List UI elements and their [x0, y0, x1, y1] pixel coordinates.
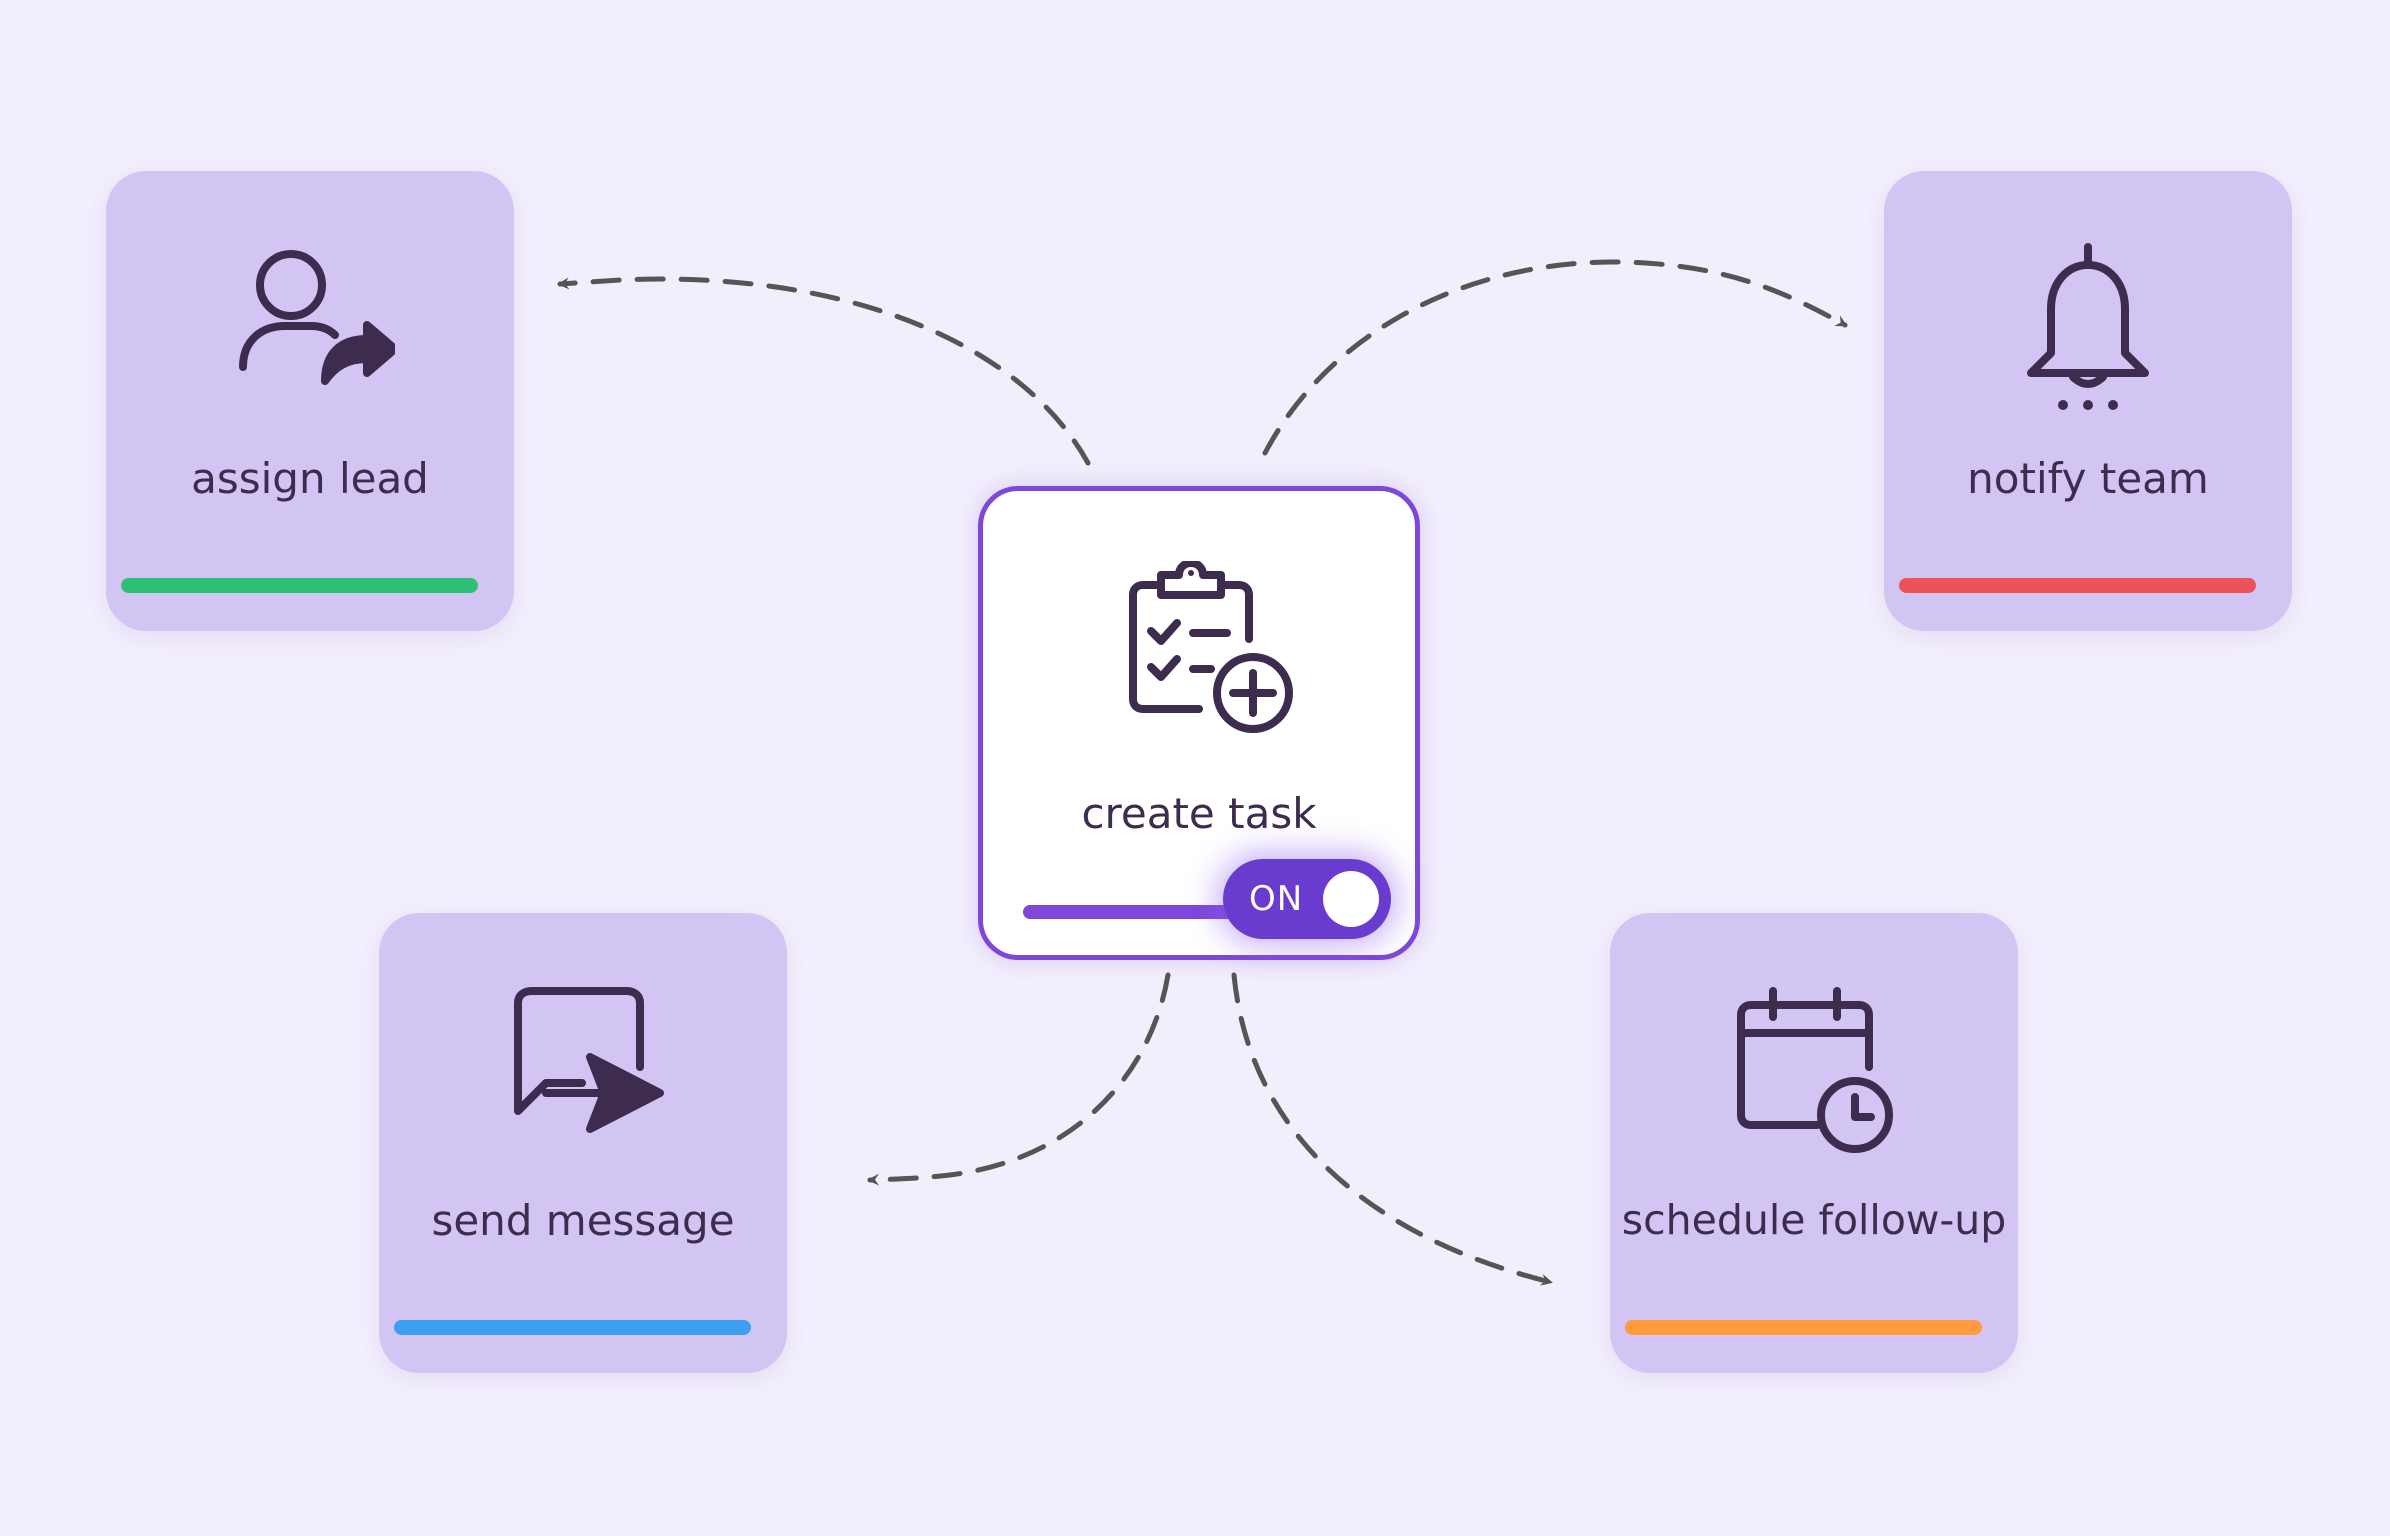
action-card-send-message[interactable]: send message: [379, 913, 787, 1373]
action-label-send-message: send message: [431, 1196, 735, 1245]
status-bar-assign-lead: [121, 578, 478, 593]
user-forward-icon: [225, 241, 395, 411]
connector-to-send-message: [867, 972, 1171, 1186]
connector-to-schedule-follow-up: [1231, 972, 1553, 1286]
status-bar-schedule-follow-up: [1625, 1320, 1982, 1335]
connector-to-notify-team: [1262, 259, 1848, 456]
toggle-label: ON: [1249, 879, 1304, 919]
trigger-label: create task: [1081, 789, 1317, 838]
toggle-track: [1023, 905, 1263, 919]
action-card-schedule-follow-up[interactable]: schedule follow-up: [1610, 913, 2018, 1373]
action-label-schedule-follow-up: schedule follow-up: [1621, 1196, 2007, 1244]
clipboard-add-icon: [1121, 561, 1301, 741]
action-label-assign-lead: assign lead: [191, 454, 429, 503]
message-send-icon: [498, 983, 668, 1153]
status-bar-send-message: [394, 1320, 751, 1335]
calendar-clock-icon: [1729, 983, 1899, 1153]
connector-to-assign-lead: [557, 276, 1091, 466]
action-label-notify-team: notify team: [1967, 454, 2209, 503]
trigger-card-create-task[interactable]: create task ON: [978, 486, 1420, 960]
status-bar-notify-team: [1899, 578, 2256, 593]
action-card-assign-lead[interactable]: assign lead: [106, 171, 514, 631]
toggle-knob[interactable]: [1323, 871, 1379, 927]
bell-icon: [2003, 241, 2173, 411]
action-card-notify-team[interactable]: notify team: [1884, 171, 2292, 631]
on-off-toggle[interactable]: ON: [1223, 859, 1391, 939]
